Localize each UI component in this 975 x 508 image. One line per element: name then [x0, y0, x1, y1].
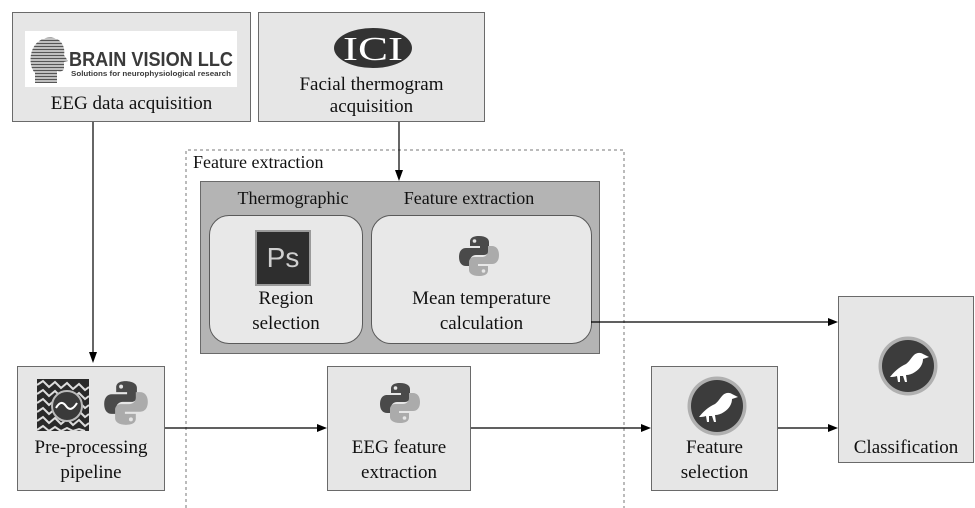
eeglab-icon — [37, 379, 89, 431]
photoshop-icon: Ps — [255, 230, 311, 286]
ici-logo: ICI — [334, 28, 412, 68]
arrowhead — [641, 424, 651, 432]
region-selection-node: Ps Region selection — [209, 215, 363, 344]
thermographic-header: Thermographic — [237, 188, 349, 208]
arrow-feature-selection-to-classification — [778, 424, 838, 432]
preprocessing-label-line1: Pre-processing — [34, 437, 148, 458]
brain-vision-logo-graphic: BRAIN VISION LLC Solutions for neurophys… — [25, 37, 233, 83]
arrowhead — [828, 318, 838, 326]
region-selection-label-line2: selection — [252, 313, 320, 334]
arrow-thermogram-to-thermographic-panel — [395, 122, 403, 181]
eeg-feature-extraction-label-line2: extraction — [361, 462, 437, 483]
arrowhead — [89, 352, 97, 363]
feature-extraction-group-label: Feature extraction — [193, 152, 324, 172]
brain-vision-logo-subtitle: Solutions for neurophysiological researc… — [71, 69, 231, 78]
mean-temperature-label-line1: Mean temperature — [412, 288, 551, 309]
eeg-data-acquisition-node: BRAIN VISION LLC Solutions for neurophys… — [12, 12, 251, 122]
head-stripes — [25, 38, 71, 82]
preprocessing-pipeline-node: Pre-processing pipeline — [17, 366, 165, 491]
python-icon — [459, 236, 499, 276]
feature-selection-label-line1: Feature — [686, 437, 743, 458]
arrowhead — [828, 424, 838, 432]
brain-vision-logo: BRAIN VISION LLC Solutions for neurophys… — [25, 31, 237, 87]
mean-temperature-node: Mean temperature calculation — [371, 215, 592, 344]
arrow-eeg-acquisition-to-preprocessing — [89, 122, 97, 363]
eeglab-head-wave — [55, 402, 78, 410]
weka-bird-icon — [878, 336, 938, 396]
facial-thermogram-acquisition-node: ICI Facial thermogram acquisition — [258, 12, 485, 122]
ici-logo-oval — [334, 28, 412, 68]
facial-thermogram-label-line2: acquisition — [329, 96, 414, 117]
arrow-eeg-feature-extraction-to-feature-selection — [471, 424, 651, 432]
brain-vision-logo-title: BRAIN VISION LLC — [69, 49, 233, 71]
feature-selection-node: Feature selection — [651, 366, 778, 491]
arrowhead — [317, 424, 327, 432]
eeg-data-acquisition-label: EEG data acquisition — [50, 93, 213, 114]
feature-extraction-header: Feature extraction — [403, 188, 535, 208]
eeg-feature-extraction-node: EEG feature extraction — [327, 366, 471, 491]
weka-bird-icon — [687, 376, 747, 436]
ici-logo-text: ICI — [343, 31, 403, 68]
preprocessing-label-line2: pipeline — [60, 462, 122, 483]
classification-label: Classification — [853, 437, 959, 458]
python-icon — [380, 383, 420, 423]
feature-selection-label-line2: selection — [680, 462, 749, 483]
photoshop-icon-text: Ps — [267, 242, 300, 273]
arrow-preprocessing-to-eeg-feature-extraction — [165, 424, 327, 432]
classification-node: Classification — [838, 296, 974, 463]
region-selection-label-line1: Region — [258, 288, 314, 309]
thermographic-feature-extraction-panel: Thermographic Feature extraction Ps Regi… — [200, 181, 600, 354]
arrow-mean-temperature-to-classification — [591, 318, 838, 326]
eeg-feature-extraction-label-line1: EEG feature — [351, 437, 447, 458]
python-icon — [104, 381, 148, 425]
arrowhead — [395, 170, 403, 181]
mean-temperature-label-line2: calculation — [439, 313, 524, 334]
facial-thermogram-label-line1: Facial thermogram — [299, 74, 444, 95]
